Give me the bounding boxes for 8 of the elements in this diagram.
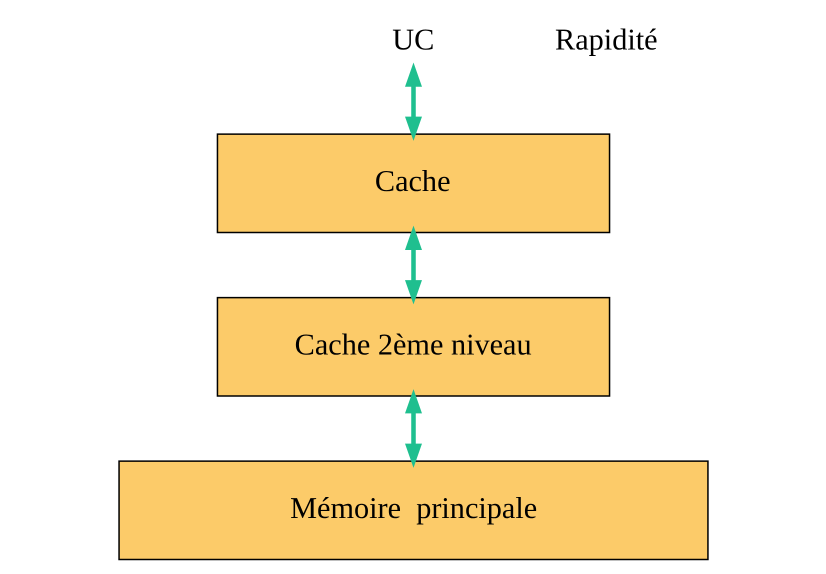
- arrow: [404, 62, 422, 141]
- node-box: Mémoire principale: [118, 460, 708, 560]
- node-text: UC: [392, 22, 434, 56]
- node-box: Cache 2ème niveau: [216, 296, 610, 397]
- label: Rapidité: [554, 22, 658, 56]
- arrow: [404, 226, 422, 304]
- arrow: [404, 389, 422, 468]
- node-box: Cache: [216, 133, 610, 234]
